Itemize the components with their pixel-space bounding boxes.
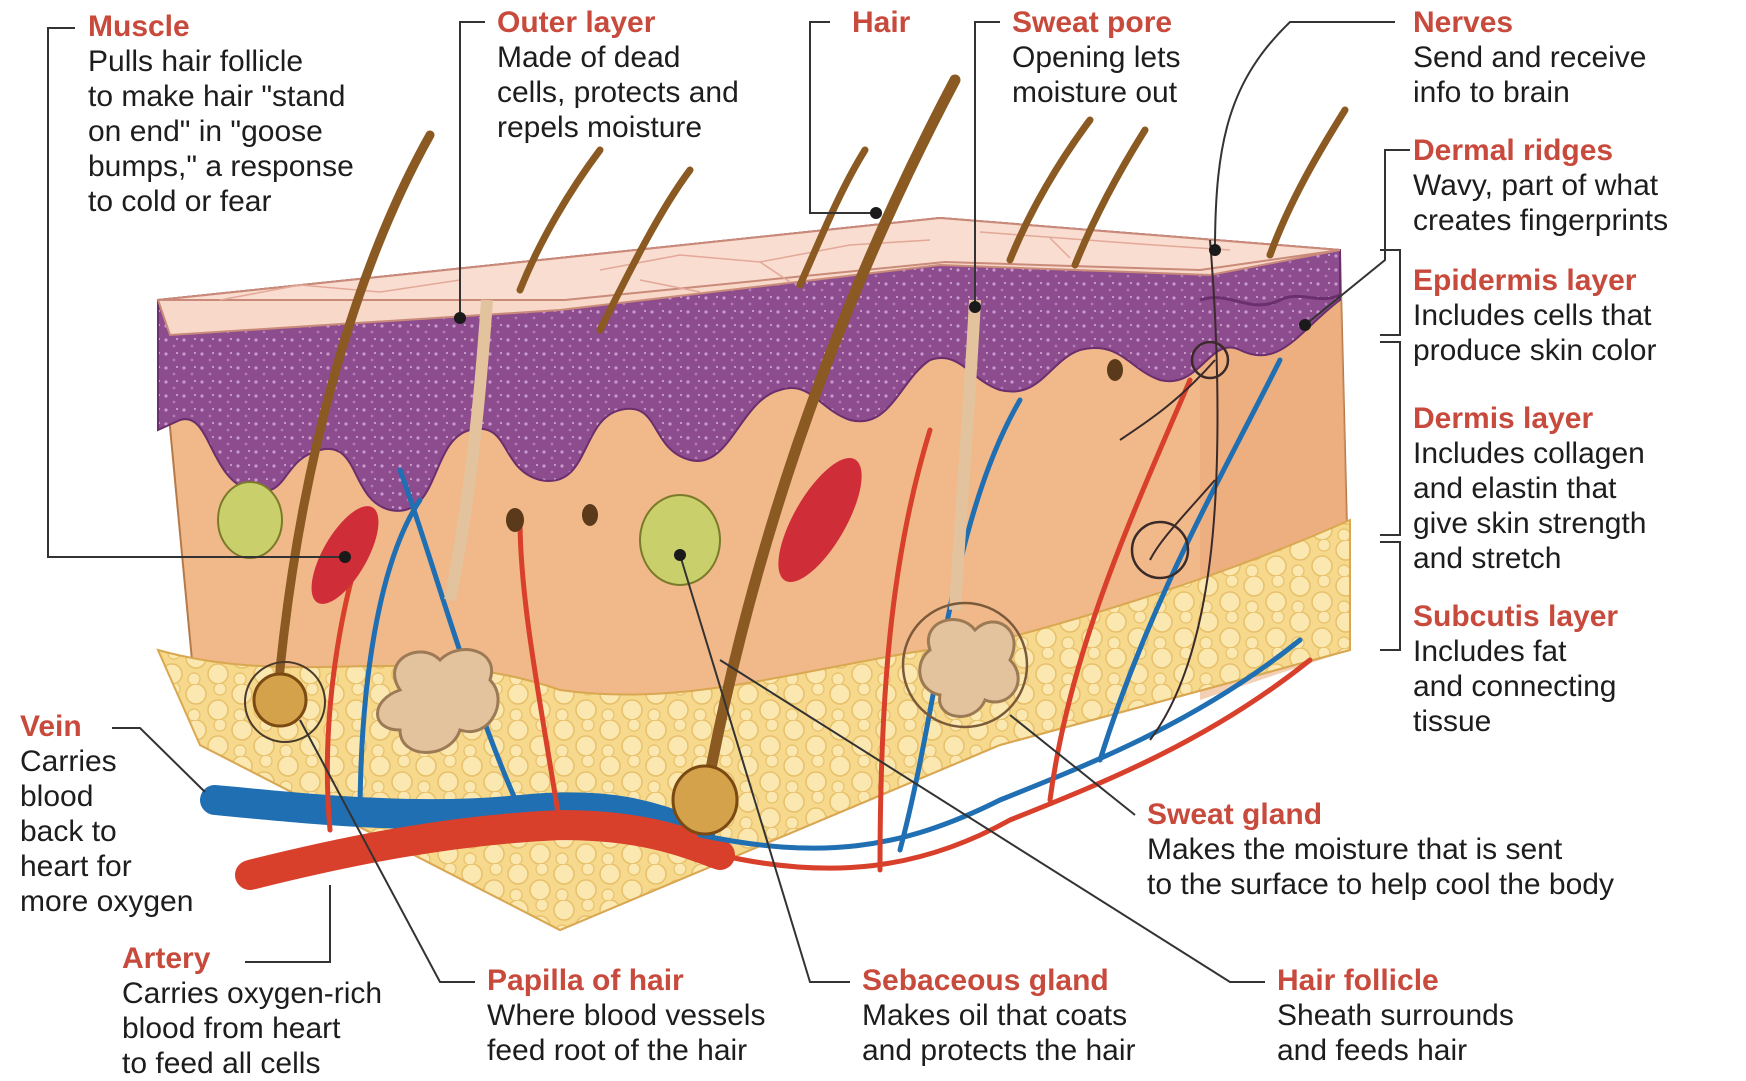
label-sweat-gland-desc: Makes the moisture that is sent to the s… <box>1147 832 1614 902</box>
bracket-dermis <box>1380 342 1400 535</box>
label-dermal-ridges: Dermal ridges Wavy, part of what creates… <box>1413 134 1668 238</box>
sebaceous-middle <box>640 495 720 585</box>
label-hair-follicle-title: Hair follicle <box>1277 964 1514 998</box>
leader-sweat-gland <box>1010 715 1135 815</box>
label-dermal-ridges-desc: Wavy, part of what creates fingerprints <box>1413 168 1668 238</box>
label-papilla-of-hair-desc: Where blood vessels feed root of the hai… <box>487 998 765 1068</box>
label-vein: Vein Carries blood back to heart for mor… <box>20 710 193 919</box>
label-sweat-pore-title: Sweat pore <box>1012 6 1180 40</box>
label-sweat-pore-desc: Opening lets moisture out <box>1012 40 1180 110</box>
label-epidermis-layer-title: Epidermis layer <box>1413 264 1656 298</box>
leader-nerves <box>1215 22 1395 250</box>
label-sebaceous-gland-desc: Makes oil that coats and protects the ha… <box>862 998 1136 1068</box>
label-subcutis-layer-desc: Includes fat and connecting tissue <box>1413 634 1618 739</box>
label-nerves-desc: Send and receive info to brain <box>1413 40 1647 110</box>
label-outer-layer-desc: Made of dead cells, protects and repels … <box>497 40 739 145</box>
label-sebaceous-gland: Sebaceous gland Makes oil that coats and… <box>862 964 1136 1068</box>
hair-bulb-left <box>254 674 306 726</box>
label-dermis-layer: Dermis layer Includes collagen and elast… <box>1413 402 1646 576</box>
label-dermis-layer-desc: Includes collagen and elastin that give … <box>1413 436 1646 576</box>
label-hair-title: Hair <box>852 6 910 40</box>
label-dermis-layer-title: Dermis layer <box>1413 402 1646 436</box>
label-epidermis-layer-desc: Includes cells that produce skin color <box>1413 298 1656 368</box>
label-vein-title: Vein <box>20 710 193 744</box>
label-vein-desc: Carries blood back to heart for more oxy… <box>20 744 193 919</box>
bracket-subcutis <box>1380 542 1400 650</box>
label-artery-desc: Carries oxygen-rich blood from heart to … <box>122 976 382 1081</box>
label-subcutis-layer-title: Subcutis layer <box>1413 600 1618 634</box>
label-nerves: Nerves Send and receive info to brain <box>1413 6 1647 110</box>
label-dermal-ridges-title: Dermal ridges <box>1413 134 1668 168</box>
label-hair-follicle-desc: Sheath surrounds and feeds hair <box>1277 998 1514 1068</box>
label-hair: Hair <box>852 6 910 40</box>
label-papilla-of-hair-title: Papilla of hair <box>487 964 765 998</box>
label-hair-follicle: Hair follicle Sheath surrounds and feeds… <box>1277 964 1514 1068</box>
label-sweat-pore: Sweat pore Opening lets moisture out <box>1012 6 1180 110</box>
label-muscle: Muscle Pulls hair follicle to make hair … <box>88 10 354 219</box>
label-outer-layer: Outer layer Made of dead cells, protects… <box>497 6 739 145</box>
label-papilla-of-hair: Papilla of hair Where blood vessels feed… <box>487 964 765 1068</box>
label-outer-layer-title: Outer layer <box>497 6 739 40</box>
label-nerves-title: Nerves <box>1413 6 1647 40</box>
label-artery: Artery Carries oxygen-rich blood from he… <box>122 942 382 1081</box>
label-sweat-gland-title: Sweat gland <box>1147 798 1614 832</box>
label-muscle-desc: Pulls hair follicle to make hair "stand … <box>88 44 354 219</box>
label-subcutis-layer: Subcutis layer Includes fat and connecti… <box>1413 600 1618 739</box>
label-epidermis-layer: Epidermis layer Includes cells that prod… <box>1413 264 1656 368</box>
label-artery-title: Artery <box>122 942 382 976</box>
hair-follicle-main <box>673 766 737 834</box>
sebaceous-left <box>218 482 282 558</box>
label-sebaceous-gland-title: Sebaceous gland <box>862 964 1136 998</box>
label-muscle-title: Muscle <box>88 10 354 44</box>
label-sweat-gland: Sweat gland Makes the moisture that is s… <box>1147 798 1614 902</box>
